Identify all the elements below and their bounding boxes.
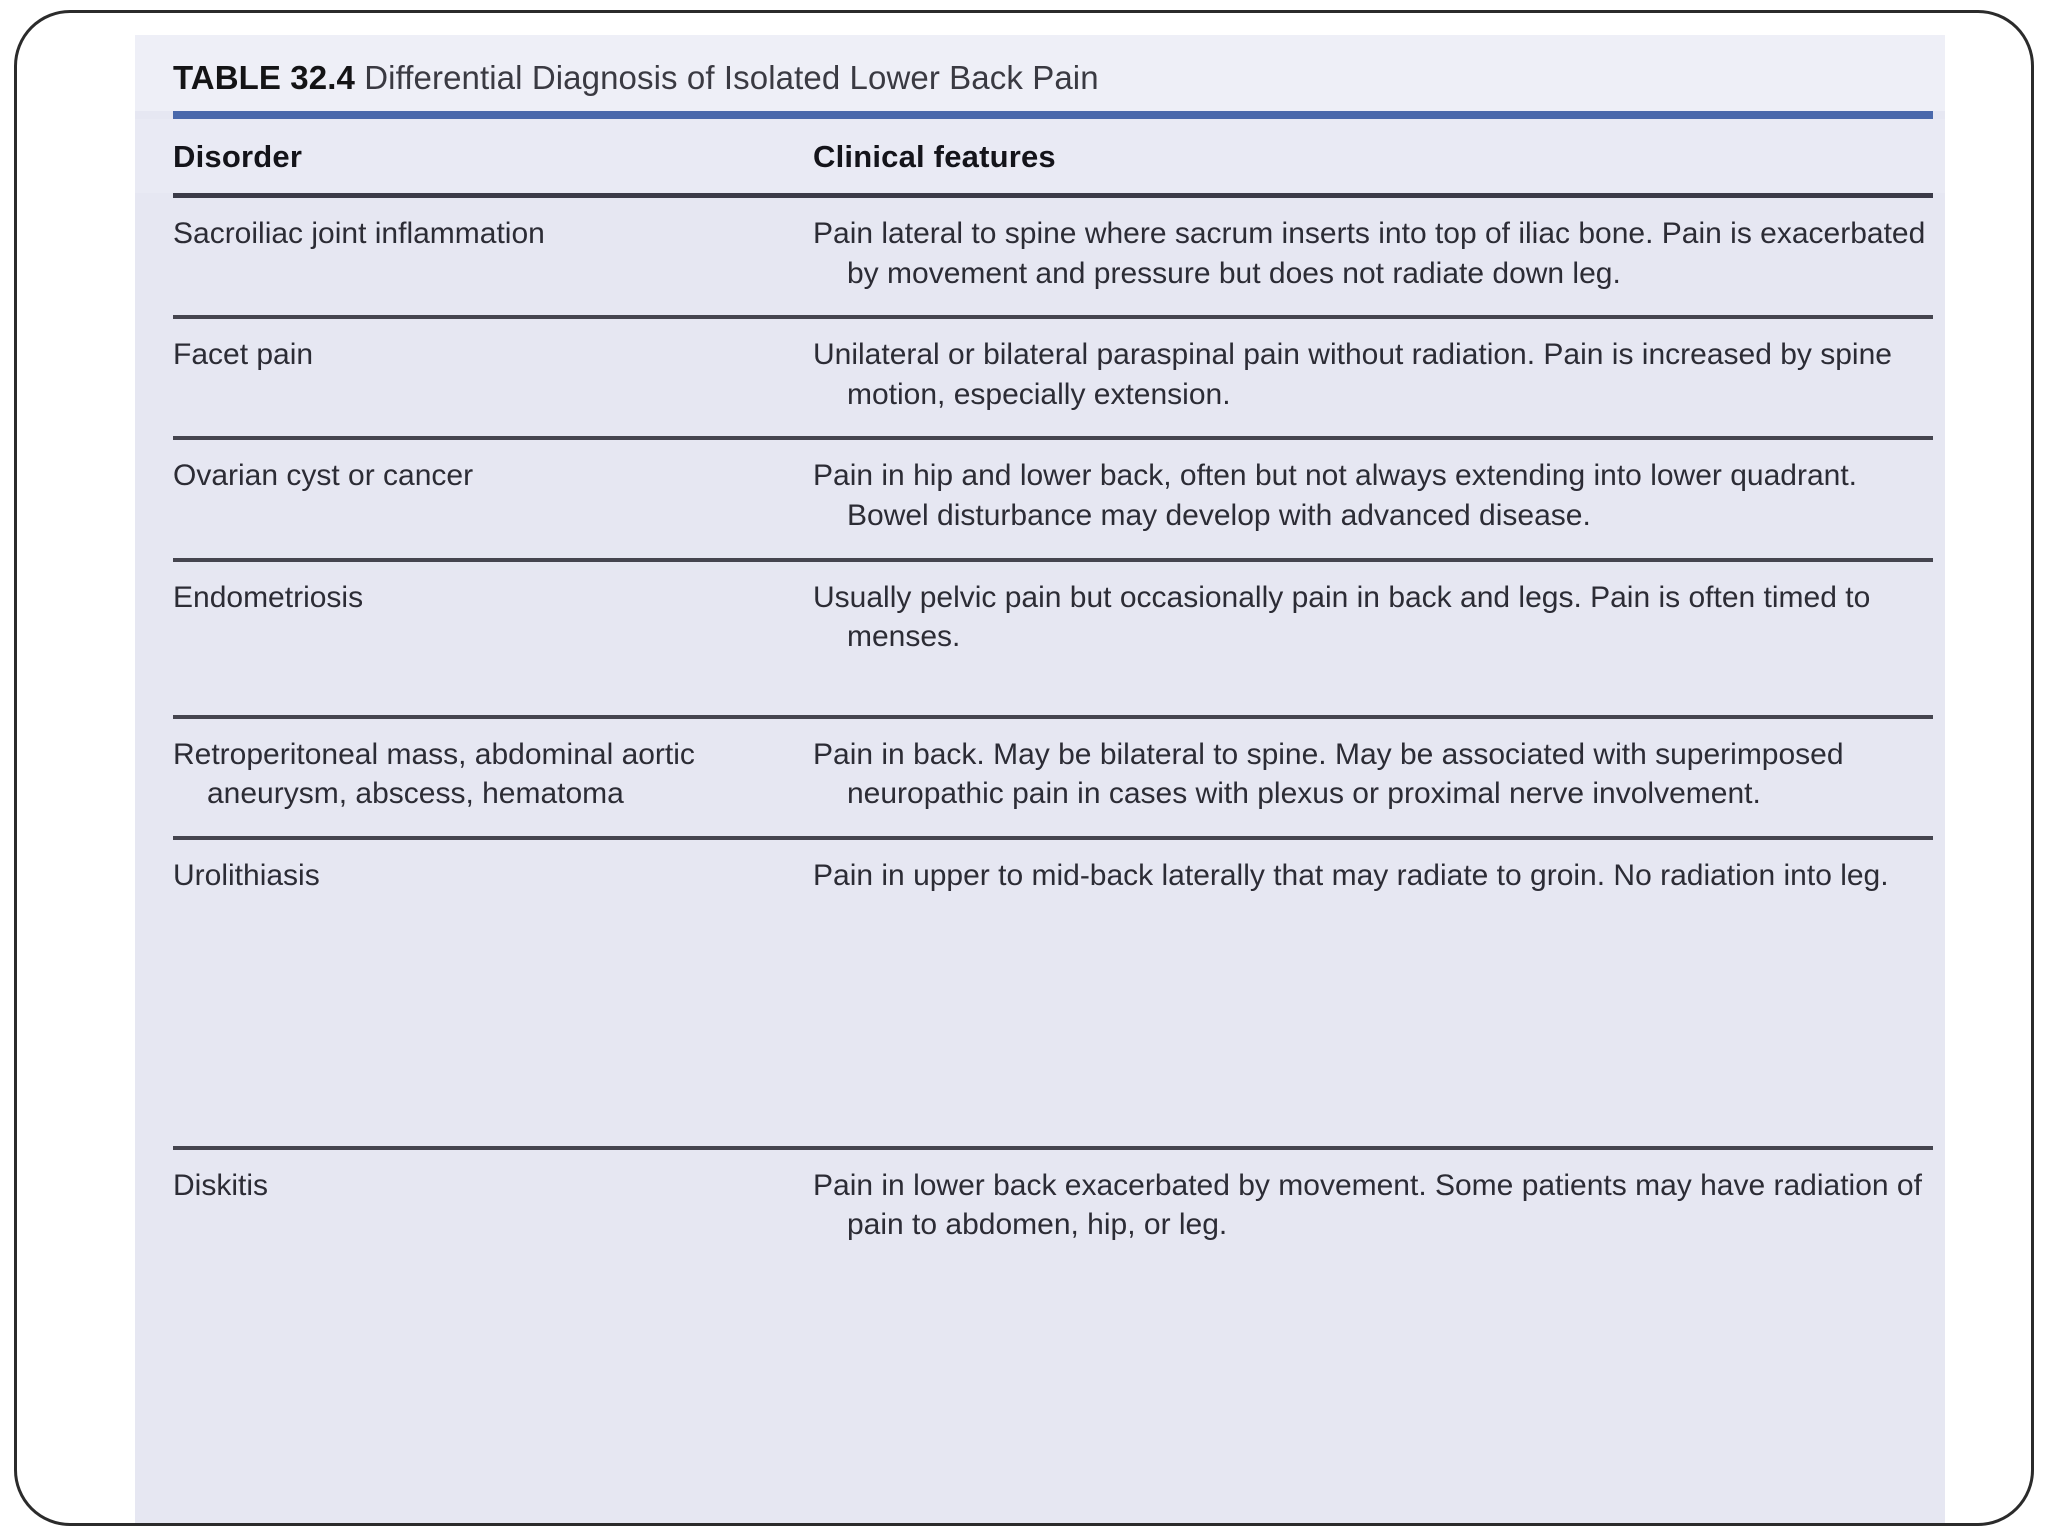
cell-clinical-features: Unilateral or bilateral paraspinal pain … [813, 338, 1892, 411]
row-divider [173, 315, 1933, 320]
table-block: TABLE 32.4 Differential Diagnosis of Iso… [135, 35, 1945, 1523]
cell-clinical-features: Pain in back. May be bilateral to spine.… [813, 737, 1844, 811]
row-divider [173, 436, 1933, 441]
cell-disorder: Retroperitoneal mass, abdominal aortic a… [173, 737, 695, 811]
table-caption: Differential Diagnosis of Isolated Lower… [364, 59, 1099, 96]
table-title: TABLE 32.4 Differential Diagnosis of Iso… [135, 35, 1945, 111]
row-divider [173, 835, 1933, 840]
cell-clinical-features: Pain lateral to spine where sacrum inser… [813, 217, 1926, 290]
table-row: Retroperitoneal mass, abdominal aortic a… [135, 718, 1945, 836]
cell-clinical-features: Pain in hip and lower back, often but no… [813, 459, 1857, 532]
cell-disorder: Diskitis [173, 1168, 268, 1202]
cell-disorder: Facet pain [173, 338, 314, 372]
row-divider [173, 714, 1933, 719]
cell-clinical-features: Pain in upper to mid-back laterally that… [813, 858, 1889, 892]
cell-disorder: Urolithiasis [173, 858, 320, 892]
cell-clinical-features: Pain in lower back exacerbated by moveme… [813, 1168, 1922, 1242]
header-rule [173, 193, 1933, 198]
cell-clinical-features: Usually pelvic pain but occasionally pai… [813, 580, 1871, 654]
table-row: Facet pain Unilateral or bilateral paras… [135, 319, 1945, 437]
table-header-row: Disorder Clinical features [135, 119, 1945, 193]
cell-disorder: Sacroiliac joint inflammation [173, 217, 545, 250]
slide-frame: TABLE 32.4 Differential Diagnosis of Iso… [14, 10, 2034, 1526]
column-header-disorder: Disorder [173, 139, 303, 174]
cell-disorder: Ovarian cyst or cancer [173, 459, 474, 493]
table-row: Diskitis Pain in lower back exacerbated … [135, 1149, 1945, 1267]
table-row: Sacroiliac joint inflammation Pain later… [135, 198, 1945, 316]
row-divider [173, 1145, 1933, 1150]
table-row: Endometriosis Usually pelvic pain but oc… [135, 561, 1945, 715]
title-accent-rule [173, 111, 1933, 119]
row-divider [173, 557, 1933, 562]
table-number: TABLE 32.4 [173, 59, 355, 96]
table-row: Urolithiasis Pain in upper to mid-back l… [135, 839, 1945, 1146]
cell-disorder: Endometriosis [173, 580, 364, 614]
column-header-clinical-features: Clinical features [813, 139, 1056, 174]
table-row: Ovarian cyst or cancer Pain in hip and l… [135, 440, 1945, 558]
